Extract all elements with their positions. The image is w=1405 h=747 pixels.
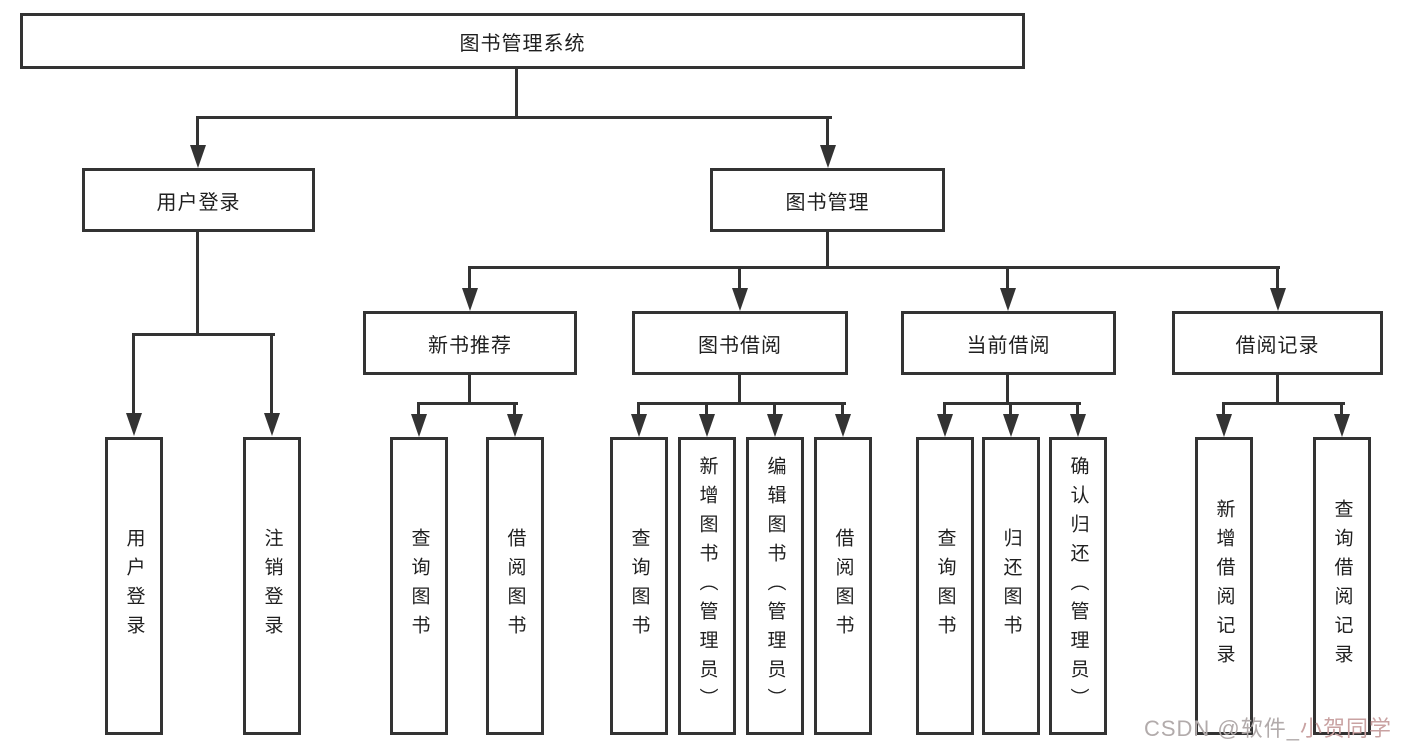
arrowhead-icon (937, 414, 953, 437)
connector-line (1222, 402, 1345, 405)
connector-line (468, 267, 471, 290)
arrowhead-icon (264, 413, 280, 436)
leaf-edit-book-admin: 编辑图书（管理员） (746, 437, 804, 735)
leaf-add-borrow-rec: 新增借阅记录 (1195, 437, 1253, 735)
arrowhead-icon (1003, 414, 1019, 437)
connector-line (270, 334, 273, 416)
connector-line (417, 402, 518, 405)
leaf-logout: 注销登录 (243, 437, 301, 735)
arrowhead-icon (1270, 288, 1286, 311)
arrowhead-icon (732, 288, 748, 311)
connector-line (826, 231, 829, 269)
connector-line (773, 403, 776, 415)
connector-line (196, 231, 199, 335)
arrowhead-icon (1000, 288, 1016, 311)
leaf-user-login: 用户登录 (105, 437, 163, 735)
leaf-borrow-book-2: 借阅图书 (814, 437, 872, 735)
arrowhead-icon (767, 414, 783, 437)
node-new-book-recommend: 新书推荐 (363, 311, 577, 375)
connector-line (1276, 375, 1279, 405)
arrowhead-icon (190, 145, 206, 168)
arrowhead-icon (462, 288, 478, 311)
connector-line (513, 403, 516, 415)
connector-line (1006, 375, 1009, 405)
node-current-borrow: 当前借阅 (901, 311, 1116, 375)
arrowhead-icon (1216, 414, 1232, 437)
arrowhead-icon (820, 145, 836, 168)
connector-line (196, 117, 199, 147)
watermark-prefix: CSDN @软件_ (1143, 716, 1300, 741)
leaf-return-book: 归还图书 (982, 437, 1040, 735)
leaf-add-book-admin: 新增图书（管理员） (678, 437, 736, 735)
connector-line (841, 403, 844, 415)
leaf-query-book-2: 查询图书 (610, 437, 668, 735)
leaf-confirm-return: 确认归还（管理员） (1049, 437, 1107, 735)
watermark-suffix: 小贺同学 (1299, 716, 1392, 741)
connector-line (1076, 403, 1079, 415)
node-root: 图书管理系统 (20, 13, 1025, 69)
node-book-management: 图书管理 (710, 168, 945, 232)
watermark: CSDN @软件_小贺同学 (1144, 711, 1392, 743)
leaf-borrow-book-1: 借阅图书 (486, 437, 544, 735)
connector-line (705, 403, 708, 415)
connector-line (943, 403, 946, 415)
leaf-query-borrow-rec: 查询借阅记录 (1313, 437, 1371, 735)
arrowhead-icon (699, 414, 715, 437)
leaf-query-book-1: 查询图书 (390, 437, 448, 735)
connector-line (132, 333, 275, 336)
connector-line (738, 375, 741, 405)
arrowhead-icon (835, 414, 851, 437)
node-borrow-record: 借阅记录 (1172, 311, 1383, 375)
connector-line (468, 375, 471, 405)
connector-line (826, 117, 829, 147)
connector-line (738, 267, 741, 290)
arrowhead-icon (631, 414, 647, 437)
arrowhead-icon (507, 414, 523, 437)
connector-line (1340, 403, 1343, 415)
arrowhead-icon (411, 414, 427, 437)
connector-line (943, 402, 1081, 405)
connector-line (1276, 267, 1279, 290)
arrowhead-icon (126, 413, 142, 436)
connector-line (196, 116, 832, 119)
connector-line (515, 69, 518, 119)
connector-line (637, 402, 846, 405)
arrowhead-icon (1334, 414, 1350, 437)
connector-line (1006, 267, 1009, 290)
connector-line (468, 266, 1280, 269)
node-user-login-group: 用户登录 (82, 168, 315, 232)
connector-line (637, 403, 640, 415)
arrowhead-icon (1070, 414, 1086, 437)
connector-line (417, 403, 420, 415)
connector-line (1009, 403, 1012, 415)
connector-line (1222, 403, 1225, 415)
node-book-borrow: 图书借阅 (632, 311, 848, 375)
leaf-query-book-3: 查询图书 (916, 437, 974, 735)
connector-line (132, 334, 135, 416)
